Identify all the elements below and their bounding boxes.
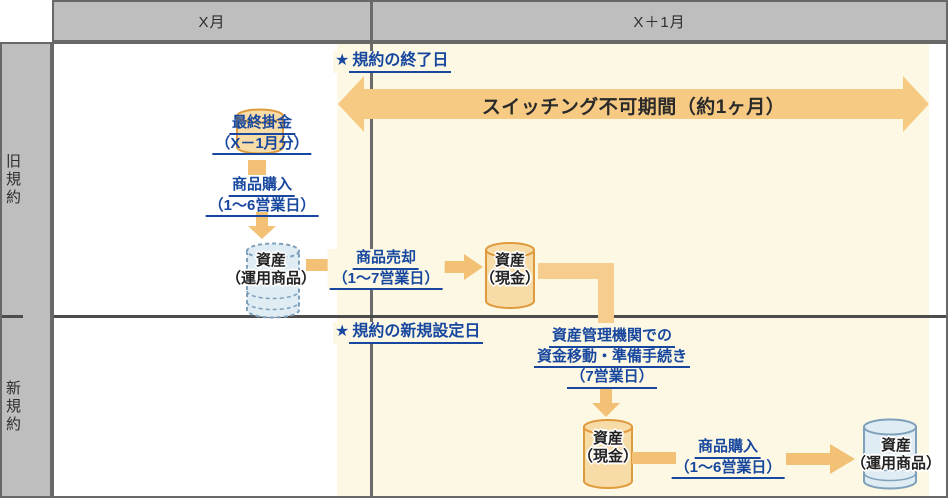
connector-bar-new	[632, 452, 676, 464]
row-label-column: 旧規約 新規約	[0, 42, 52, 498]
down-arrow-icon-new	[592, 389, 620, 417]
asset-cash-label-old: 資産 （現金）	[479, 252, 541, 287]
new-setup-date-label: ★規約の新規設定日	[333, 322, 486, 344]
header-cell-month-x-plus-1: X＋1月	[373, 2, 946, 40]
last-premium-label: 最終掛金 （X－1月分）	[212, 114, 312, 155]
sell-label: 商品売却 （1〜7営業日）	[327, 249, 445, 290]
purchase-label-old: 商品購入 （1〜6営業日）	[205, 176, 319, 217]
right-arrow-icon-old	[442, 254, 483, 280]
star-icon: ★	[335, 52, 350, 69]
asset-cash-label-new: 資産 （現金）	[577, 430, 639, 465]
asset-product-label-old: 資産 （運用商品）	[225, 252, 317, 287]
last-premium-cylinder-icon	[236, 108, 284, 155]
month-x1-label: X＋1月	[633, 13, 686, 31]
star-icon: ★	[335, 323, 350, 340]
month-x-label: X月	[198, 13, 226, 31]
down-arrow-icon-old	[248, 212, 276, 239]
elbow-connector	[538, 263, 614, 323]
row-label-old-contract: 旧規約	[2, 44, 23, 318]
connector-square	[248, 160, 266, 175]
asset-product-label-new: 資産 （運用商品）	[850, 437, 942, 472]
row-divider-line	[54, 315, 946, 318]
header-cell-month-x: X月	[54, 2, 373, 40]
asset-cash-cylinder-new	[583, 419, 633, 489]
purchase-label-new: 商品購入 （1〜6営業日）	[671, 438, 785, 479]
asset-product-cylinder-old	[246, 242, 300, 319]
timeline-header: X月 X＋1月	[52, 0, 948, 42]
asset-cash-cylinder-old	[485, 242, 535, 309]
asset-product-cylinder-new	[863, 418, 917, 490]
transfer-procedure-label: 資産管理機関での 資金移動・準備手続き （7営業日）	[531, 327, 693, 389]
switching-period-arrow	[338, 76, 929, 132]
switching-period-label: スイッチング不可期間（約1ヶ月）	[481, 96, 786, 118]
contract-end-date-label: ★規約の終了日	[333, 51, 454, 73]
row-label-new-contract: 新規約	[4, 380, 21, 434]
right-arrow-icon-new	[786, 444, 855, 474]
